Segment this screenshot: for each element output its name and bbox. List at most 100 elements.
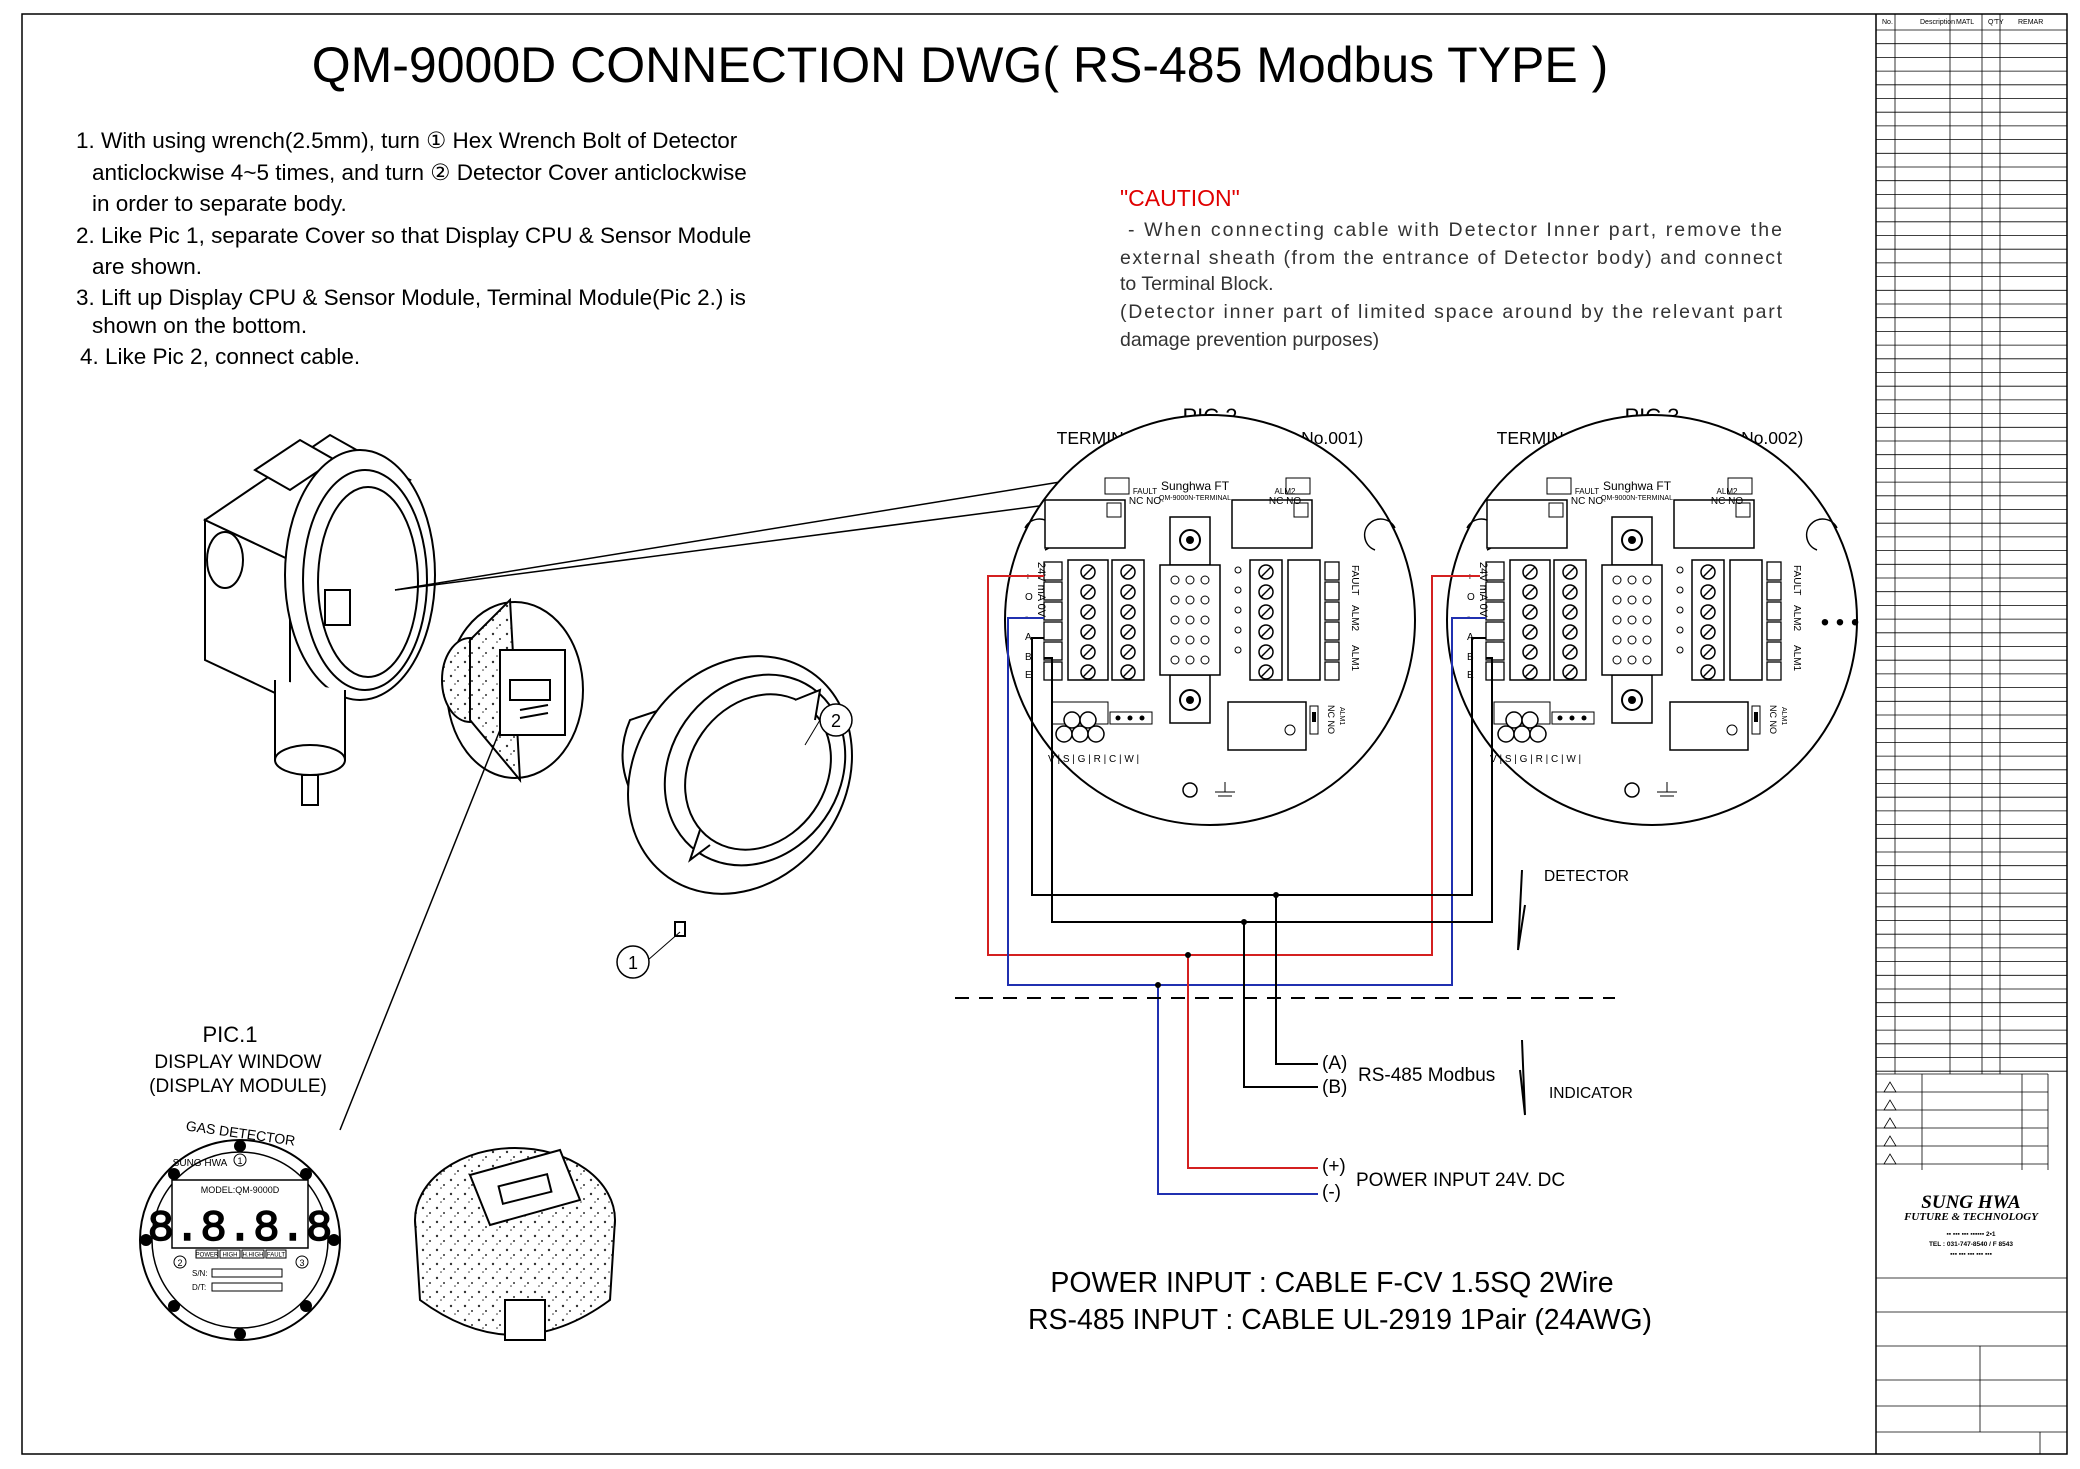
nc-no-label: NC NO [1129, 496, 1161, 507]
caution-line: to Terminal Block. [1120, 273, 1274, 295]
caution-line: external sheath (from the entrance of De… [1120, 247, 1783, 269]
caution-line: (Detector inner part of limited space ar… [1120, 301, 1783, 323]
callout-2-label: 2 [831, 711, 841, 731]
wiring [987, 575, 1493, 1195]
rs485-label: RS-485 Modbus [1358, 1065, 1495, 1086]
ma-label: 24V mA 0V [1035, 562, 1047, 618]
drawing-border [21, 13, 2068, 1455]
pic1: PIC.1 DISPLAY WINDOW (DISPLAY MODULE) GA… [139, 1022, 341, 1341]
callout-1-label: 1 [628, 953, 638, 973]
drawing-title: QM-9000D CONNECTION DWG( RS-485 Modbus T… [312, 37, 1609, 93]
bottom-pin-labels: V | S | G | R | C | W | [1490, 754, 1581, 765]
callout-1: 1 [616, 931, 681, 979]
title-block: No. Description MATL Q'TY REMAR SUNG HWA… [1875, 14, 2067, 1454]
led-label: H.HIGH [243, 1253, 264, 1259]
pin-label: E [1025, 670, 1032, 681]
zone-marker-detector [1517, 869, 1526, 951]
pin-label: E [1467, 670, 1474, 681]
pin-label: B [1025, 652, 1032, 663]
sn-label: S/N: [192, 1269, 208, 1278]
company-address-2: ▪▪▪ ▪▪▪ ▪▪▪ ▪▪▪ ▪▪▪ [1950, 1251, 1992, 1258]
company-address: ▪▪ ▪▪▪ ▪▪▪ ▪▪▪▪▪▪ 2▪1 [1946, 1231, 1995, 1238]
fault-terminal-label: FAULT [1791, 565, 1802, 595]
bom-header: MATL [1956, 19, 1974, 26]
bom-header: REMAR [2018, 19, 2043, 26]
company-name: SUNG HWA [1921, 1192, 2020, 1213]
display-callout: 3 [299, 1258, 304, 1268]
terminal-model: QM-9000N-TERMINAL [1601, 495, 1673, 502]
alm2-terminal-label: ALM2 [1349, 605, 1360, 632]
leader-line [339, 729, 501, 1131]
zone-marker-indicator [1519, 1039, 1526, 1116]
dt-label: D/T: [192, 1283, 206, 1292]
callout-2: 2 [804, 703, 853, 746]
led-label: POWER [196, 1253, 219, 1259]
company-phone: TEL : 031-747-8540 / F 8543 [1929, 1241, 2013, 1248]
alm1-terminal-label: ALM1 [1791, 645, 1802, 672]
alm1-label: ALM1 [1780, 707, 1787, 725]
bom-header: No. [1882, 19, 1893, 26]
sensor-module-drawing [441, 597, 584, 783]
alm2-relay-label: ALM2 [1275, 487, 1296, 496]
zone-indicator-label: INDICATOR [1549, 1085, 1633, 1102]
caution-line: damage prevention purposes) [1120, 329, 1379, 351]
wire-junctions [1155, 892, 1279, 988]
instruction-line: 3. Lift up Display CPU & Sensor Module, … [76, 285, 746, 310]
pin-label: A [1467, 632, 1474, 643]
terminal-brand: Sunghwa FT [1161, 479, 1230, 493]
bottom-pin-labels: V | S | G | R | C | W | [1048, 754, 1139, 765]
nc-no-label: NC NO [1326, 705, 1336, 734]
leader-line [394, 481, 1061, 591]
alm2-relay-label: ALM2 [1717, 487, 1738, 496]
module-3d-drawing [414, 1147, 616, 1341]
note-power-cable: POWER INPUT : CABLE F-CV 1.5SQ 2Wire [1050, 1267, 1613, 1299]
pin-label: + [1467, 572, 1473, 583]
instruction-line: 1. With using wrench(2.5mm), turn ① Hex … [76, 128, 738, 153]
instruction-line: are shown. [92, 254, 202, 279]
alm1-label: ALM1 [1338, 707, 1345, 725]
instruction-line: in order to separate body. [92, 191, 347, 216]
detector-cover-drawing [621, 655, 853, 937]
display-callout: 2 [177, 1258, 182, 1268]
fault-relay-label: FAULT [1133, 487, 1157, 496]
display-callout: 1 [237, 1156, 242, 1166]
fault-relay-label: FAULT [1575, 487, 1599, 496]
ma-label: 24V mA 0V [1477, 562, 1489, 618]
instruction-line: 2. Like Pic 1, separate Cover so that Di… [76, 223, 751, 248]
pic1-subtitle: DISPLAY WINDOW [154, 1052, 321, 1073]
company-subname: FUTURE & TECHNOLOGY [1903, 1211, 2039, 1223]
terminal-brand: Sunghwa FT [1603, 479, 1672, 493]
pin-label: + [1025, 572, 1031, 583]
nc-no-label: NC NO [1768, 705, 1778, 734]
detector-housing-drawing [202, 433, 436, 806]
instruction-line: 4. Like Pic 2, connect cable. [80, 344, 360, 369]
terminal-model: QM-9000N-TERMINAL [1159, 495, 1231, 502]
power-minus-label: (-) [1322, 1182, 1341, 1203]
terminal-module-001: Sunghwa FT QM-9000N-TERMINAL FAULT NC NO… [1004, 414, 1416, 826]
display-window: GAS DETECTOR SUNG HWA 1 MODEL:QM-9000D 8… [139, 1117, 341, 1341]
leader-line [394, 499, 1086, 591]
caution-note: "CAUTION" - When connecting cable with D… [1120, 185, 1783, 351]
zone-detector-label: DETECTOR [1544, 868, 1629, 885]
terminal-module-002: Sunghwa FT QM-9000N-TERMINAL FAULT NC NO… [1446, 414, 1858, 826]
alm2-terminal-label: ALM2 [1791, 605, 1802, 632]
fault-terminal-label: FAULT [1349, 565, 1360, 595]
led-label: FAULT [267, 1253, 286, 1259]
nc-no-label: NC NO [1269, 496, 1301, 507]
display-model: MODEL:QM-9000D [201, 1185, 280, 1195]
led-label: HIGH [223, 1253, 238, 1259]
display-digits: 8.8.8.8 [148, 1204, 333, 1254]
note-rs485-cable: RS-485 INPUT : CABLE UL-2919 1Pair (24AW… [1028, 1304, 1652, 1336]
nc-no-label: NC NO [1571, 496, 1603, 507]
pin-label: O [1025, 592, 1033, 603]
pic1-subtitle: (DISPLAY MODULE) [149, 1076, 327, 1097]
pic1-title: PIC.1 [202, 1022, 257, 1047]
pin-label: A [1025, 632, 1032, 643]
bom-header: Q'TY [1988, 19, 2004, 26]
display-brand: SUNG HWA [173, 1158, 228, 1169]
caution-heading: "CAUTION" [1120, 185, 1240, 211]
instruction-line: shown on the bottom. [92, 313, 307, 338]
power-label: POWER INPUT 24V. DC [1356, 1170, 1565, 1191]
continuation-dots: • • • [1821, 609, 1860, 636]
